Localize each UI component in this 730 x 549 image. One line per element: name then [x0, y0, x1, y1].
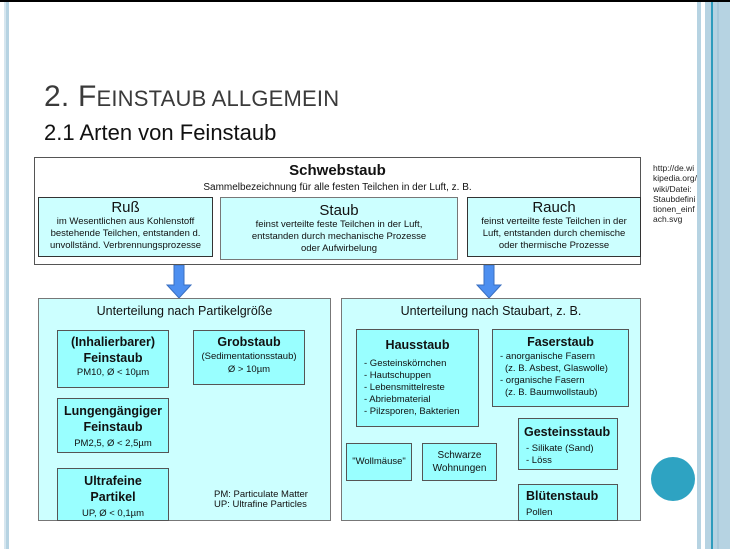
box-title: Faserstaub — [527, 335, 594, 349]
box-title: Wohnungen — [432, 463, 487, 474]
bluetenstaub-item: Pollen — [526, 507, 553, 518]
hausstaub-item: - Pilzsporen, Bakterien — [364, 406, 460, 417]
box-title: Blütenstaub — [526, 489, 599, 503]
right-decor-stripe — [713, 2, 717, 549]
staub-line: oder Aufwirbelung — [300, 243, 378, 254]
down-arrow-icon — [476, 265, 502, 299]
slide-title: 2. FEINSTAUB ALLGEMEIN — [44, 80, 339, 114]
top-border-line — [0, 0, 730, 2]
box-detail: PM2,5, Ø < 2,5µm — [74, 438, 152, 449]
russ-line: unvollständ. Verbrennungsprozesse — [49, 240, 202, 251]
faserstaub-item: (z. B. Baumwollstaub) — [505, 387, 598, 398]
schwarze-wohnungen-box: Schwarze Wohnungen — [422, 443, 497, 481]
staub-line: entstanden durch mechanische Prozesse — [251, 231, 427, 242]
box-title: Hausstaub — [385, 338, 450, 352]
box-title: Schwarze — [437, 450, 482, 461]
box-title: Feinstaub — [83, 420, 143, 434]
hausstaub-item: - Gesteinskörnchen — [364, 358, 447, 369]
right-decor-stripe — [705, 2, 711, 549]
hausstaub-item: - Lebensmittelreste — [364, 382, 445, 393]
box-title: Gesteinsstaub — [524, 425, 611, 439]
title-number: 2. — [44, 80, 78, 113]
box-title: Feinstaub — [83, 351, 143, 365]
schwebstaub-title: Schwebstaub — [289, 162, 386, 179]
gesteinsstaub-item: - Silikate (Sand) — [526, 443, 594, 454]
schwebstaub-subtitle: Sammelbezeichnung für alle festen Teilch… — [203, 182, 472, 193]
staub-title: Staub — [319, 202, 359, 219]
right-decor-stripe — [717, 2, 719, 549]
right-decor-stripe — [719, 2, 730, 549]
decor-circle — [651, 457, 695, 501]
inhalierbarer-feinstaub-box: (Inhalierbarer) Feinstaub PM10, Ø < 10µm — [57, 330, 169, 388]
title-rest: EINSTAUB ALLGEMEIN — [96, 86, 340, 111]
hausstaub-item: - Hautschuppen — [364, 370, 432, 381]
rauch-line: oder thermische Prozesse — [498, 240, 610, 251]
legend-line: UP: Ultrafine Particles — [214, 499, 307, 510]
russ-line: im Wesentlichen aus Kohlenstoff — [56, 216, 195, 227]
wollmaeuse-box: "Wollmäuse" — [346, 443, 412, 481]
hausstaub-item: - Abriebmaterial — [364, 394, 431, 405]
particle-size-title: Unterteilung nach Partikelgröße — [96, 304, 273, 318]
box-title: Lungengängiger — [64, 404, 162, 418]
rauch-line: Luft, entstanden durch chemische — [482, 228, 626, 239]
russ-line: bestehende Teilchen, entstanden d. — [50, 228, 201, 239]
box-title: (Inhalierbarer) — [70, 335, 156, 349]
box-note: (Sedimentationsstaub) — [201, 351, 297, 362]
gesteinsstaub-item: - Löss — [526, 455, 552, 466]
faserstaub-item: - organische Fasern — [500, 375, 585, 386]
dust-type-title: Unterteilung nach Staubart, z. B. — [400, 304, 582, 318]
box-title: "Wollmäuse" — [352, 456, 406, 467]
faserstaub-item: (z. B. Asbest, Glaswolle) — [505, 363, 608, 374]
rauch-box: Rauch feinst verteilte feste Teilchen in… — [467, 197, 641, 257]
down-arrow-icon — [166, 265, 192, 299]
lungengaengiger-feinstaub-box: Lungengängiger Feinstaub PM2,5, Ø < 2,5µ… — [57, 398, 169, 453]
rauch-line: feinst verteilte feste Teilchen in der — [481, 216, 627, 227]
abbreviation-legend: PM: Particulate Matter UP: Ultrafine Par… — [214, 490, 308, 510]
faserstaub-box: Faserstaub - anorganische Fasern (z. B. … — [492, 329, 629, 407]
box-detail: Ø > 10µm — [227, 364, 271, 375]
legend-line: PM: Particulate Matter — [214, 489, 308, 500]
hausstaub-box: Hausstaub - Gesteinskörnchen - Hautschup… — [356, 329, 479, 427]
slide-subtitle: 2.1 Arten von Feinstaub — [44, 120, 277, 145]
box-detail: UP, Ø < 0,1µm — [81, 508, 145, 519]
staub-box: Staub feinst verteilte feste Teilchen in… — [220, 197, 458, 260]
russ-box: Ruß im Wesentlichen aus Kohlenstoff best… — [38, 197, 213, 257]
staub-line: feinst verteilte feste Teilchen in der L… — [255, 219, 423, 230]
left-decor-stripe — [4, 2, 7, 549]
box-title: Ultrafeine — [84, 474, 142, 488]
left-decor-stripe — [6, 2, 9, 549]
russ-title: Ruß — [111, 199, 140, 216]
faserstaub-item: - anorganische Fasern — [500, 351, 596, 362]
box-title: Partikel — [90, 490, 136, 504]
title-first-letter: F — [77, 80, 97, 113]
right-decor-stripe — [711, 2, 713, 549]
box-detail: PM10, Ø < 10µm — [76, 367, 150, 378]
source-url[interactable]: http://de.wikipedia.org/wiki/Datei:Staub… — [653, 163, 697, 225]
box-title: Grobstaub — [217, 335, 281, 349]
rauch-title: Rauch — [532, 199, 576, 216]
ultrafeine-partikel-box: Ultrafeine Partikel UP, Ø < 0,1µm — [57, 468, 169, 521]
right-decor-stripe — [697, 2, 701, 549]
gesteinsstaub-box: Gesteinsstaub - Silikate (Sand) - Löss — [518, 418, 618, 470]
grobstaub-box: Grobstaub (Sedimentationsstaub) Ø > 10µm — [193, 330, 305, 385]
bluetenstaub-box: Blütenstaub Pollen — [518, 484, 618, 521]
